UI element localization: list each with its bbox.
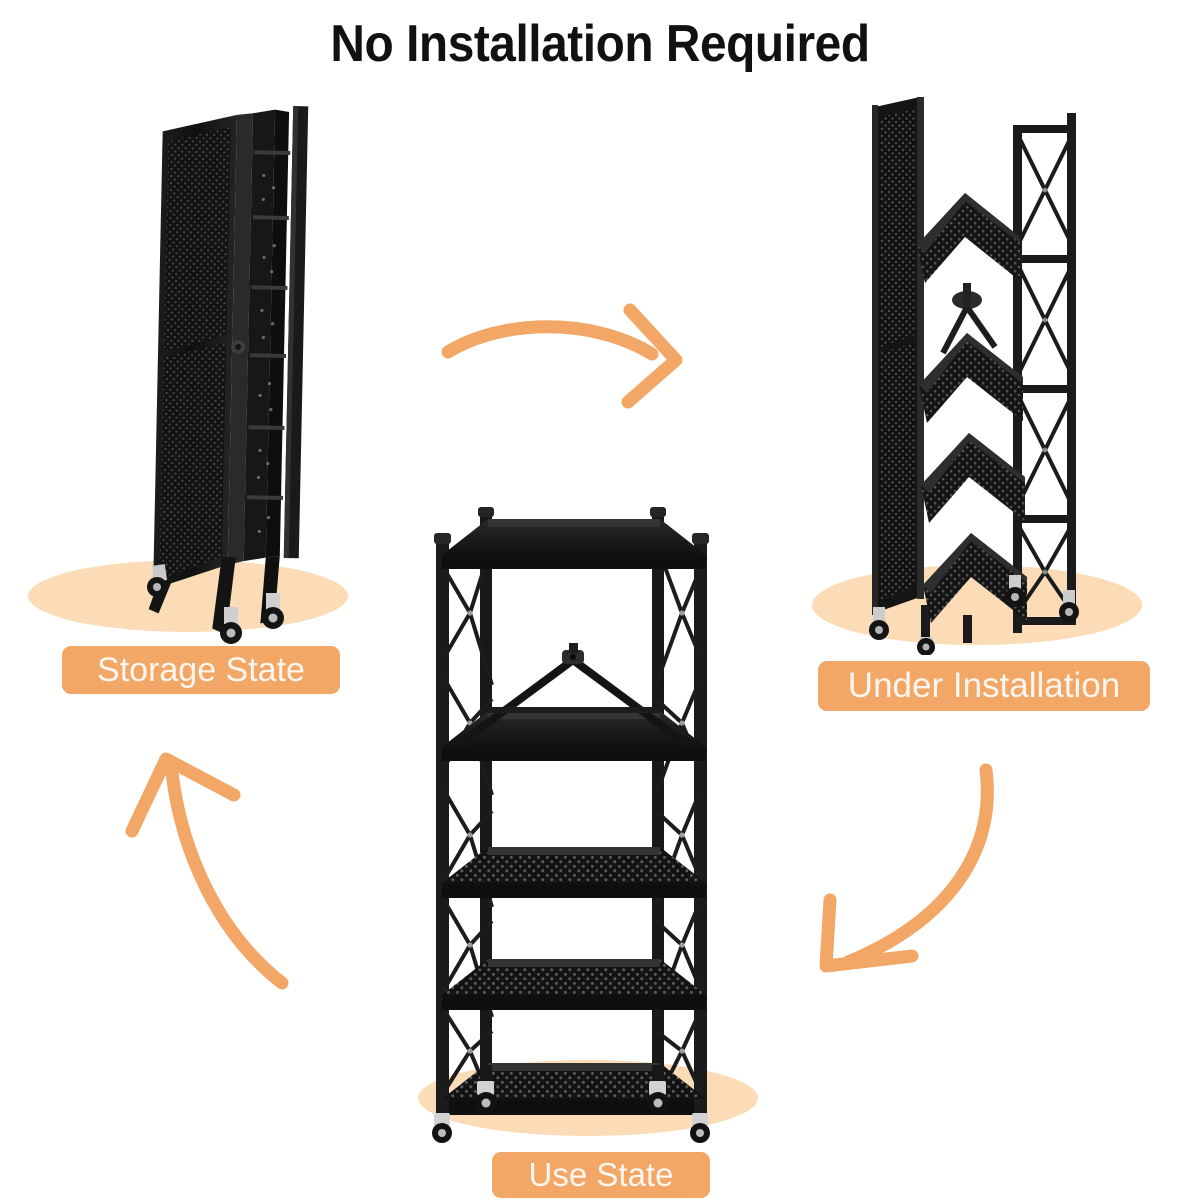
label-under-installation: Under Installation	[818, 661, 1150, 711]
product-storage-state	[147, 106, 309, 644]
arrow-storage-to-installation-icon	[441, 303, 683, 409]
caster	[647, 1081, 669, 1114]
caster	[262, 593, 284, 629]
shelf-1	[442, 519, 706, 569]
hinge	[940, 283, 998, 355]
shelf-4	[442, 959, 706, 1010]
caster	[432, 1113, 452, 1143]
arrow-installation-to-use-icon	[819, 763, 994, 973]
page-title: No Installation Required	[330, 15, 870, 73]
front-left-post	[436, 540, 449, 1105]
shelf-5	[442, 1063, 706, 1115]
folded-shelf	[919, 333, 1023, 423]
arrow-use-to-storage-icon	[125, 752, 289, 990]
left-lattice-nodes	[467, 610, 473, 1054]
caster	[147, 564, 168, 597]
brace-hub	[562, 643, 584, 664]
right-lattice-nodes	[679, 610, 685, 1054]
caster	[1005, 575, 1025, 607]
caster	[917, 637, 935, 655]
label-storage-state: Storage State	[62, 646, 340, 694]
caster	[869, 607, 889, 640]
folded-shelf	[921, 433, 1025, 523]
folded-shelf	[917, 193, 1020, 283]
caster	[690, 1113, 710, 1143]
center-brace	[454, 656, 692, 749]
product-under-installation	[869, 97, 1079, 655]
label-use-state: Use State	[492, 1152, 710, 1198]
caster	[220, 607, 242, 644]
caster	[1059, 590, 1079, 622]
shelf-2	[442, 711, 706, 761]
shelf-3	[442, 847, 706, 898]
caster	[475, 1081, 497, 1114]
product-use-state	[432, 507, 710, 1143]
